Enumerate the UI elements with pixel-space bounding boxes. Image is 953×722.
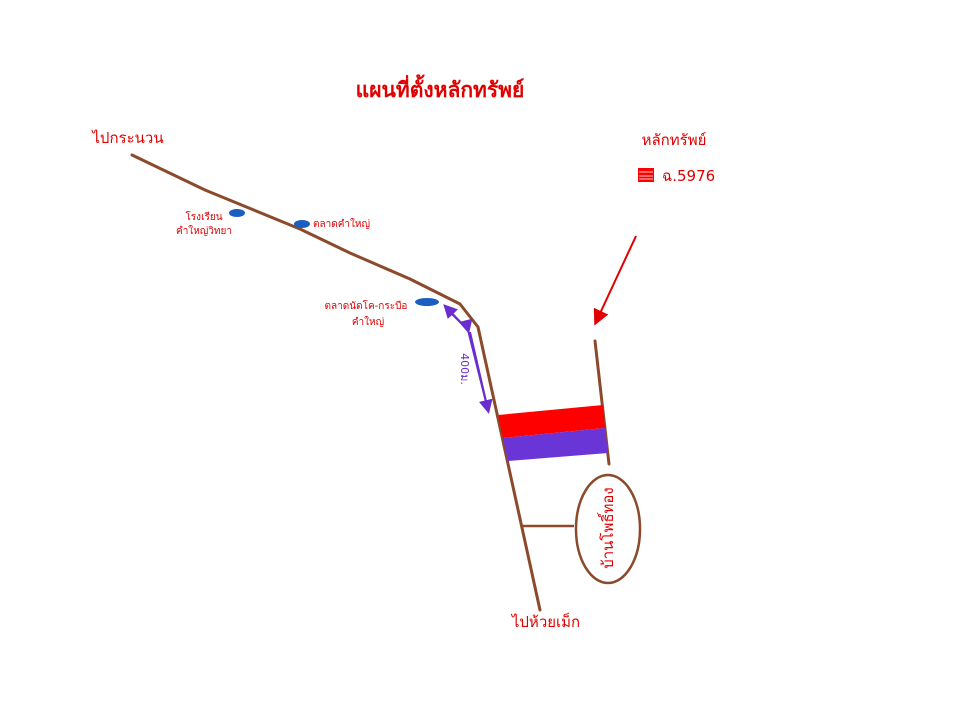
pointer-arrow [593,235,637,326]
school-label-line2: คำใหญ่วิทยา [176,225,232,237]
distance-label: 400ม. [458,353,471,385]
kok-market-label-line2: คำใหญ่ [352,316,384,328]
distance-arrow-tail-line [469,331,493,414]
village-outline [574,473,642,585]
property-parcel-red [498,405,605,438]
property-parcel-purple [503,428,608,461]
market-marker [294,220,310,228]
road-label-kranuan: ไปกระนวน [91,129,163,147]
legend-item-label: ฉ.5976 [662,167,715,185]
village-label: บ้านโพธิ์ทอง [597,487,617,569]
market-label: ตลาดคำใหญ่ [313,218,370,230]
school-marker [229,209,245,217]
legend-swatch [638,168,654,182]
map-title: แผนที่ตั้งหลักทรัพย์ [356,74,525,102]
road-label-huai-mek: ไปห้วยเม็ก [511,612,580,631]
legend-heading: หลักทรัพย์ [642,131,707,149]
school-label-line1: โรงเรียน [185,210,222,223]
kok-market-marker [415,298,439,306]
distance-arrow-head-line [443,304,467,329]
kok-market-label-line1: ตลาดนัดโค-กระบือ [325,299,408,312]
